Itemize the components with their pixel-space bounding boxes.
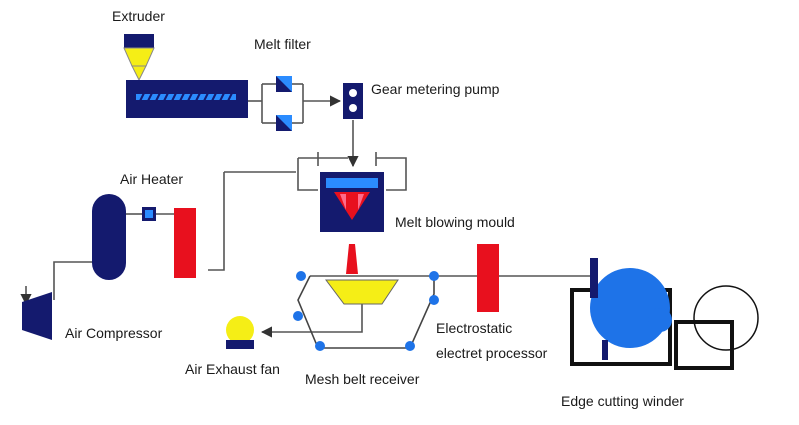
mould-channel — [326, 178, 378, 188]
extruder-screw — [136, 94, 236, 100]
pipe-tank-to-compressor — [53, 261, 92, 300]
air-compressor — [22, 292, 52, 340]
extruder-screw-flights — [139, 92, 233, 102]
label-extruder: Extruder — [112, 8, 165, 24]
label-air-exhaust: Air Exhaust fan — [185, 361, 280, 377]
gear-pump-gear-bottom — [349, 104, 357, 112]
pipe-exhaust — [260, 299, 363, 338]
label-gear-pump: Gear metering pump — [371, 81, 500, 97]
label-electret-line2: electret processor — [436, 345, 548, 361]
air-heater-group — [92, 194, 196, 280]
label-air-heater: Air Heater — [120, 171, 184, 187]
label-electret-line1: Electrostatic — [436, 320, 513, 336]
extruder-hopper — [123, 47, 155, 67]
mould-fiber-jet — [346, 244, 358, 274]
melt-filter-top-mesh — [276, 76, 292, 92]
mould-die-lip-left — [340, 194, 346, 210]
pipe-heater-return — [208, 172, 225, 271]
winder-knife — [602, 340, 608, 360]
extruder-hopper-neck — [131, 65, 147, 82]
suction-box — [325, 279, 399, 305]
extruder — [123, 34, 248, 118]
air-heater — [174, 208, 196, 278]
melt-filter-bottom-mesh — [276, 115, 292, 131]
mesh-belt-receiver — [293, 271, 439, 351]
label-melt-mould: Melt blowing mould — [395, 214, 515, 230]
winder-cutter-arm — [590, 258, 598, 298]
label-mesh-belt: Mesh belt receiver — [305, 371, 420, 387]
winder-output-roll — [693, 285, 759, 351]
air-valve-core — [145, 210, 153, 218]
belt-rollers — [293, 271, 439, 351]
pipe-mould-left-air — [297, 158, 318, 191]
exhaust-fan-wheel — [226, 316, 254, 344]
label-winder: Edge cutting winder — [561, 393, 684, 409]
gear-pump-body — [343, 83, 363, 119]
gear-pump — [343, 83, 363, 119]
mould-die-lip-right — [358, 194, 364, 210]
winder-roller-small — [648, 308, 672, 332]
air-exhaust-fan — [226, 316, 254, 349]
electret-processor — [477, 244, 499, 312]
gear-pump-gear-top — [349, 89, 357, 97]
edge-cutting-winder — [570, 258, 759, 370]
label-air-compressor: Air Compressor — [65, 325, 163, 341]
extruder-hopper-cap — [124, 34, 154, 48]
mesh-belt — [297, 275, 435, 349]
label-melt-filter: Melt filter — [254, 36, 311, 52]
winder-frame-right — [674, 320, 734, 370]
melt-filter — [276, 76, 292, 131]
pipe-mould-top-right — [376, 157, 407, 191]
winder-roll — [590, 268, 670, 348]
melt-blowing-mould — [320, 172, 384, 274]
exhaust-fan-base — [226, 340, 254, 349]
air-tank — [92, 194, 126, 280]
